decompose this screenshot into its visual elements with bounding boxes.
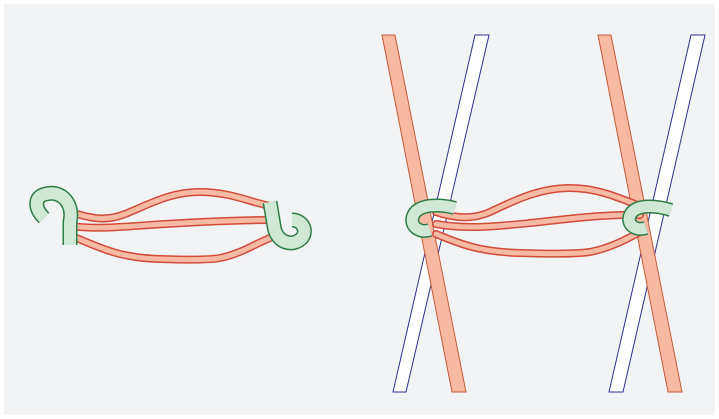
right-figure xyxy=(381,34,706,393)
right-hook xyxy=(262,200,312,251)
left-rope-strands xyxy=(66,187,274,264)
diagram-canvas xyxy=(4,4,715,415)
left-strand-top xyxy=(67,189,273,221)
left-strand-middle xyxy=(67,217,273,231)
right-strand-bottom xyxy=(433,229,643,257)
pole-hook-left-fill xyxy=(406,200,457,237)
pole-hook-left xyxy=(405,198,457,238)
right-hook-body xyxy=(264,201,311,249)
right-rope-strands xyxy=(432,183,644,258)
right-strand-top xyxy=(433,185,643,220)
pole-hook-right xyxy=(622,199,674,236)
right-strand-middle xyxy=(433,212,643,230)
pole-hook-right-fill xyxy=(623,201,673,235)
diagram-svg xyxy=(29,34,706,393)
left-hook-body xyxy=(30,187,77,245)
left-hook xyxy=(29,185,79,245)
left-figure xyxy=(29,185,312,264)
left-strand-bottom xyxy=(69,233,273,263)
